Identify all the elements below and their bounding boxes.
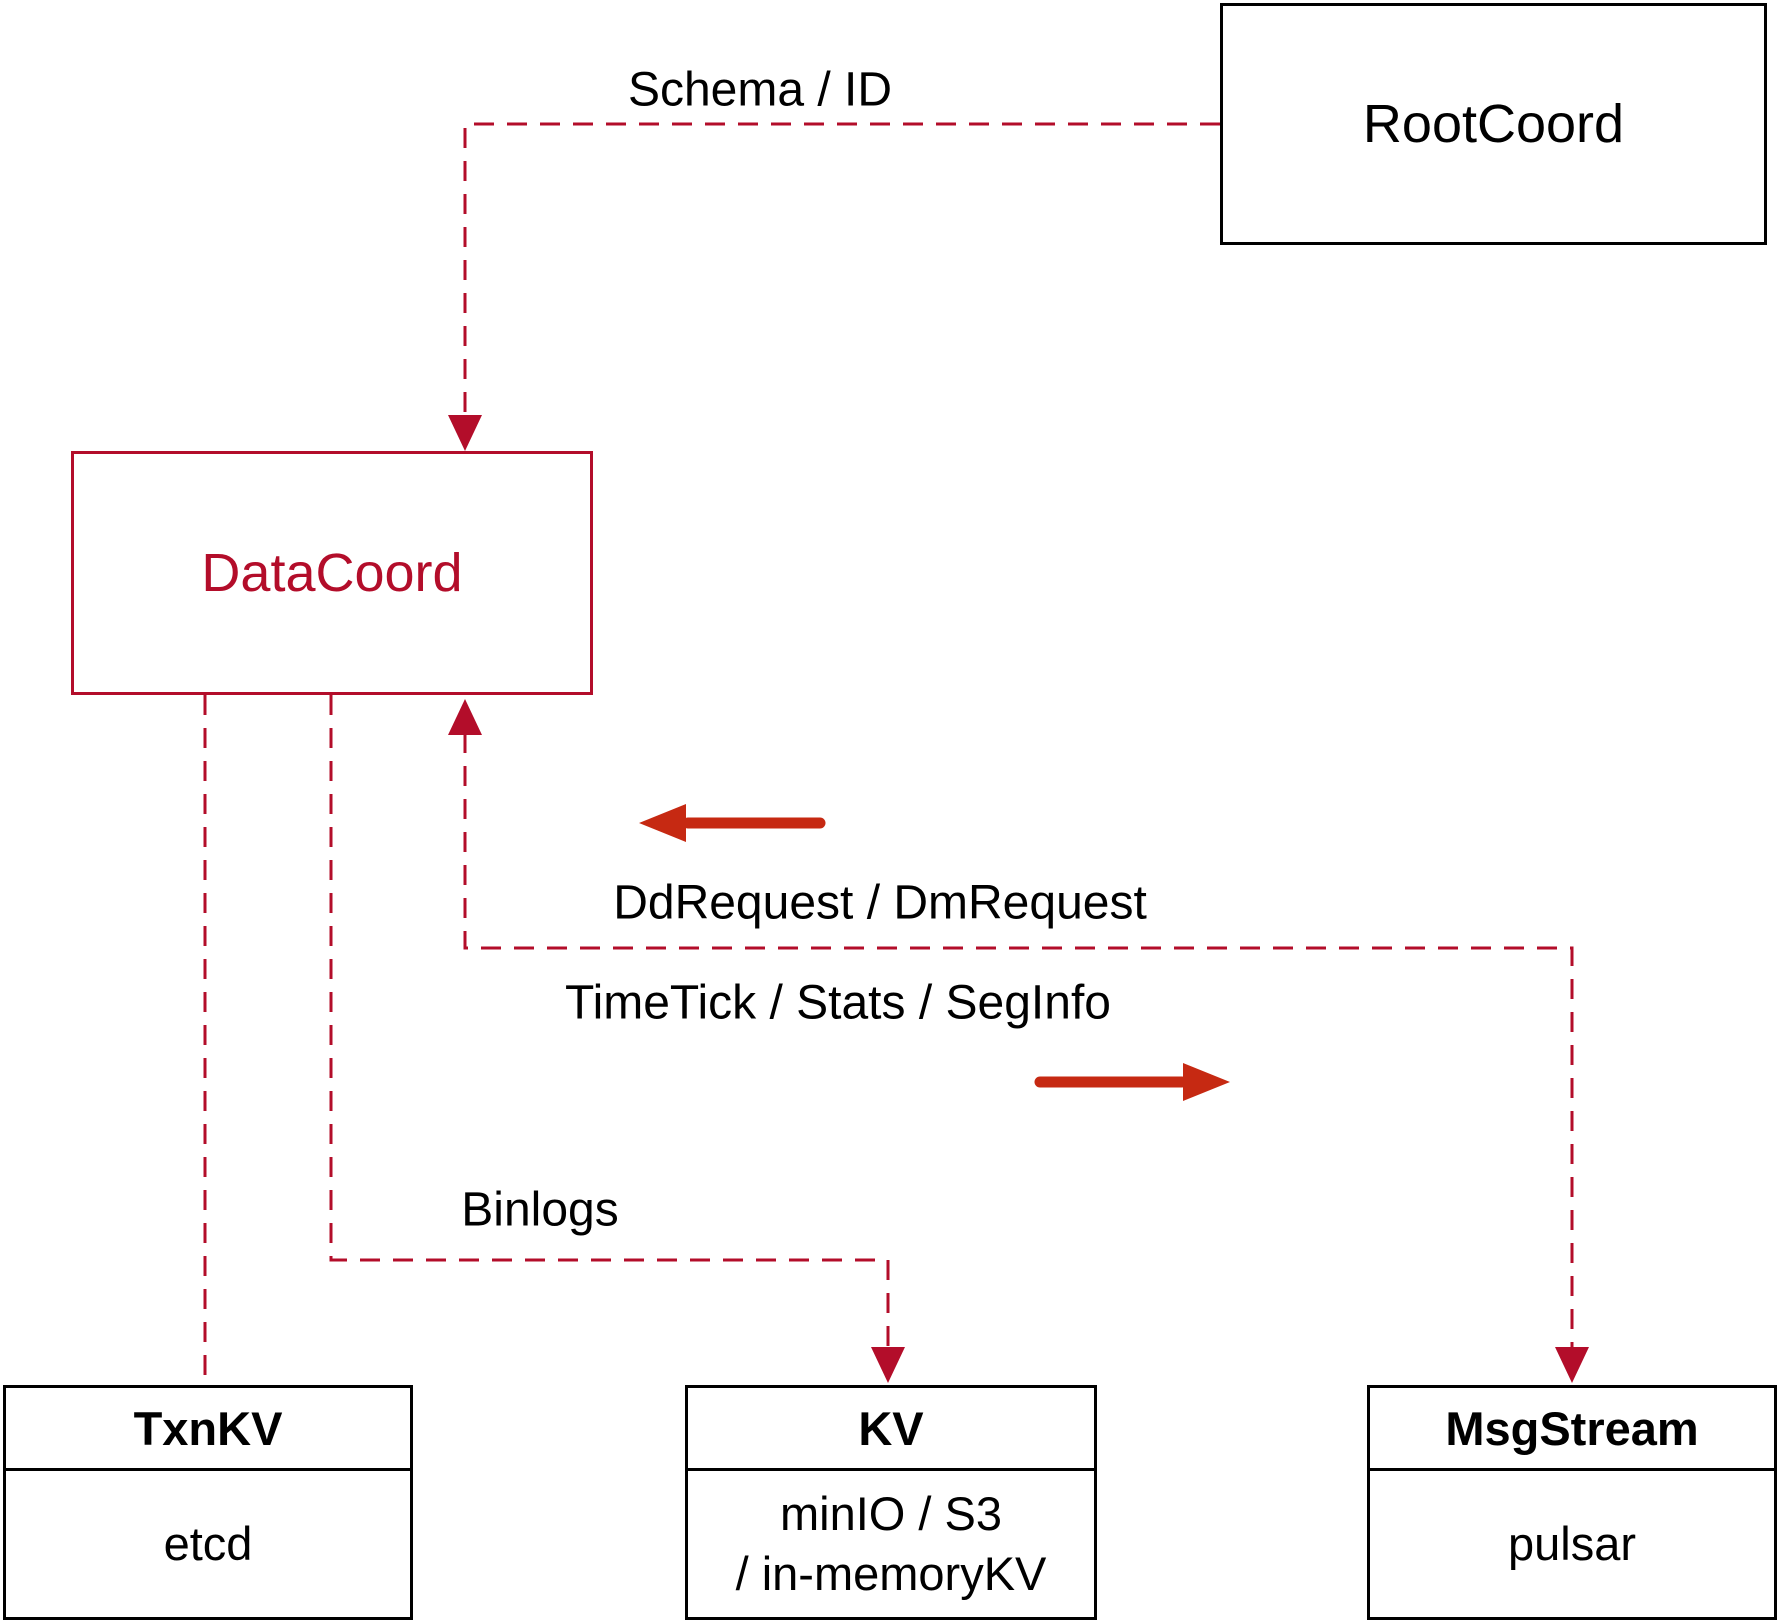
kv-impl-line1: minIO / S3 (779, 1487, 1002, 1540)
kv-body: minIO / S3 / in-memoryKV (688, 1471, 1094, 1617)
rootcoord-node: RootCoord (1220, 3, 1767, 245)
txnkv-body: etcd (6, 1471, 410, 1617)
arrowhead-into-datacoord-bottom-icon (448, 699, 482, 735)
edge-label-binlogs: Binlogs (461, 1183, 619, 1237)
edge-label-schema-id: Schema / ID (627, 63, 893, 117)
connector-binlogs (329, 695, 890, 1347)
connector-ddrequest-timetick (463, 733, 1574, 1347)
kv-title: KV (688, 1388, 1094, 1471)
edge-label-timetick: TimeTick / Stats / SegInfo (565, 976, 1111, 1030)
msgstream-title: MsgStream (1370, 1388, 1774, 1471)
right-direction-arrow-icon (1034, 1063, 1230, 1101)
kv-impl-line2: / in-memoryKV (735, 1547, 1047, 1600)
rootcoord-label: RootCoord (1362, 94, 1625, 154)
datacoord-label: DataCoord (201, 543, 463, 603)
kv-node: KV minIO / S3 / in-memoryKV (685, 1385, 1097, 1620)
datacoord-node: DataCoord (71, 451, 593, 695)
edge-label-ddrequest: DdRequest / DmRequest (613, 876, 1147, 930)
msgstream-node: MsgStream pulsar (1367, 1385, 1777, 1620)
left-direction-arrow-icon (639, 804, 826, 842)
txnkv-node: TxnKV etcd (3, 1385, 413, 1620)
arrowhead-into-kv-top-icon (871, 1347, 905, 1383)
txnkv-title: TxnKV (6, 1388, 410, 1471)
msgstream-impl-label: pulsar (1507, 1517, 1636, 1570)
msgstream-body: pulsar (1370, 1471, 1774, 1617)
arrowhead-into-datacoord-top-icon (448, 415, 482, 451)
connector-schema-id (463, 122, 1220, 415)
arrowhead-into-msgstream-top-icon (1555, 1347, 1589, 1383)
txnkv-impl-label: etcd (163, 1517, 253, 1570)
